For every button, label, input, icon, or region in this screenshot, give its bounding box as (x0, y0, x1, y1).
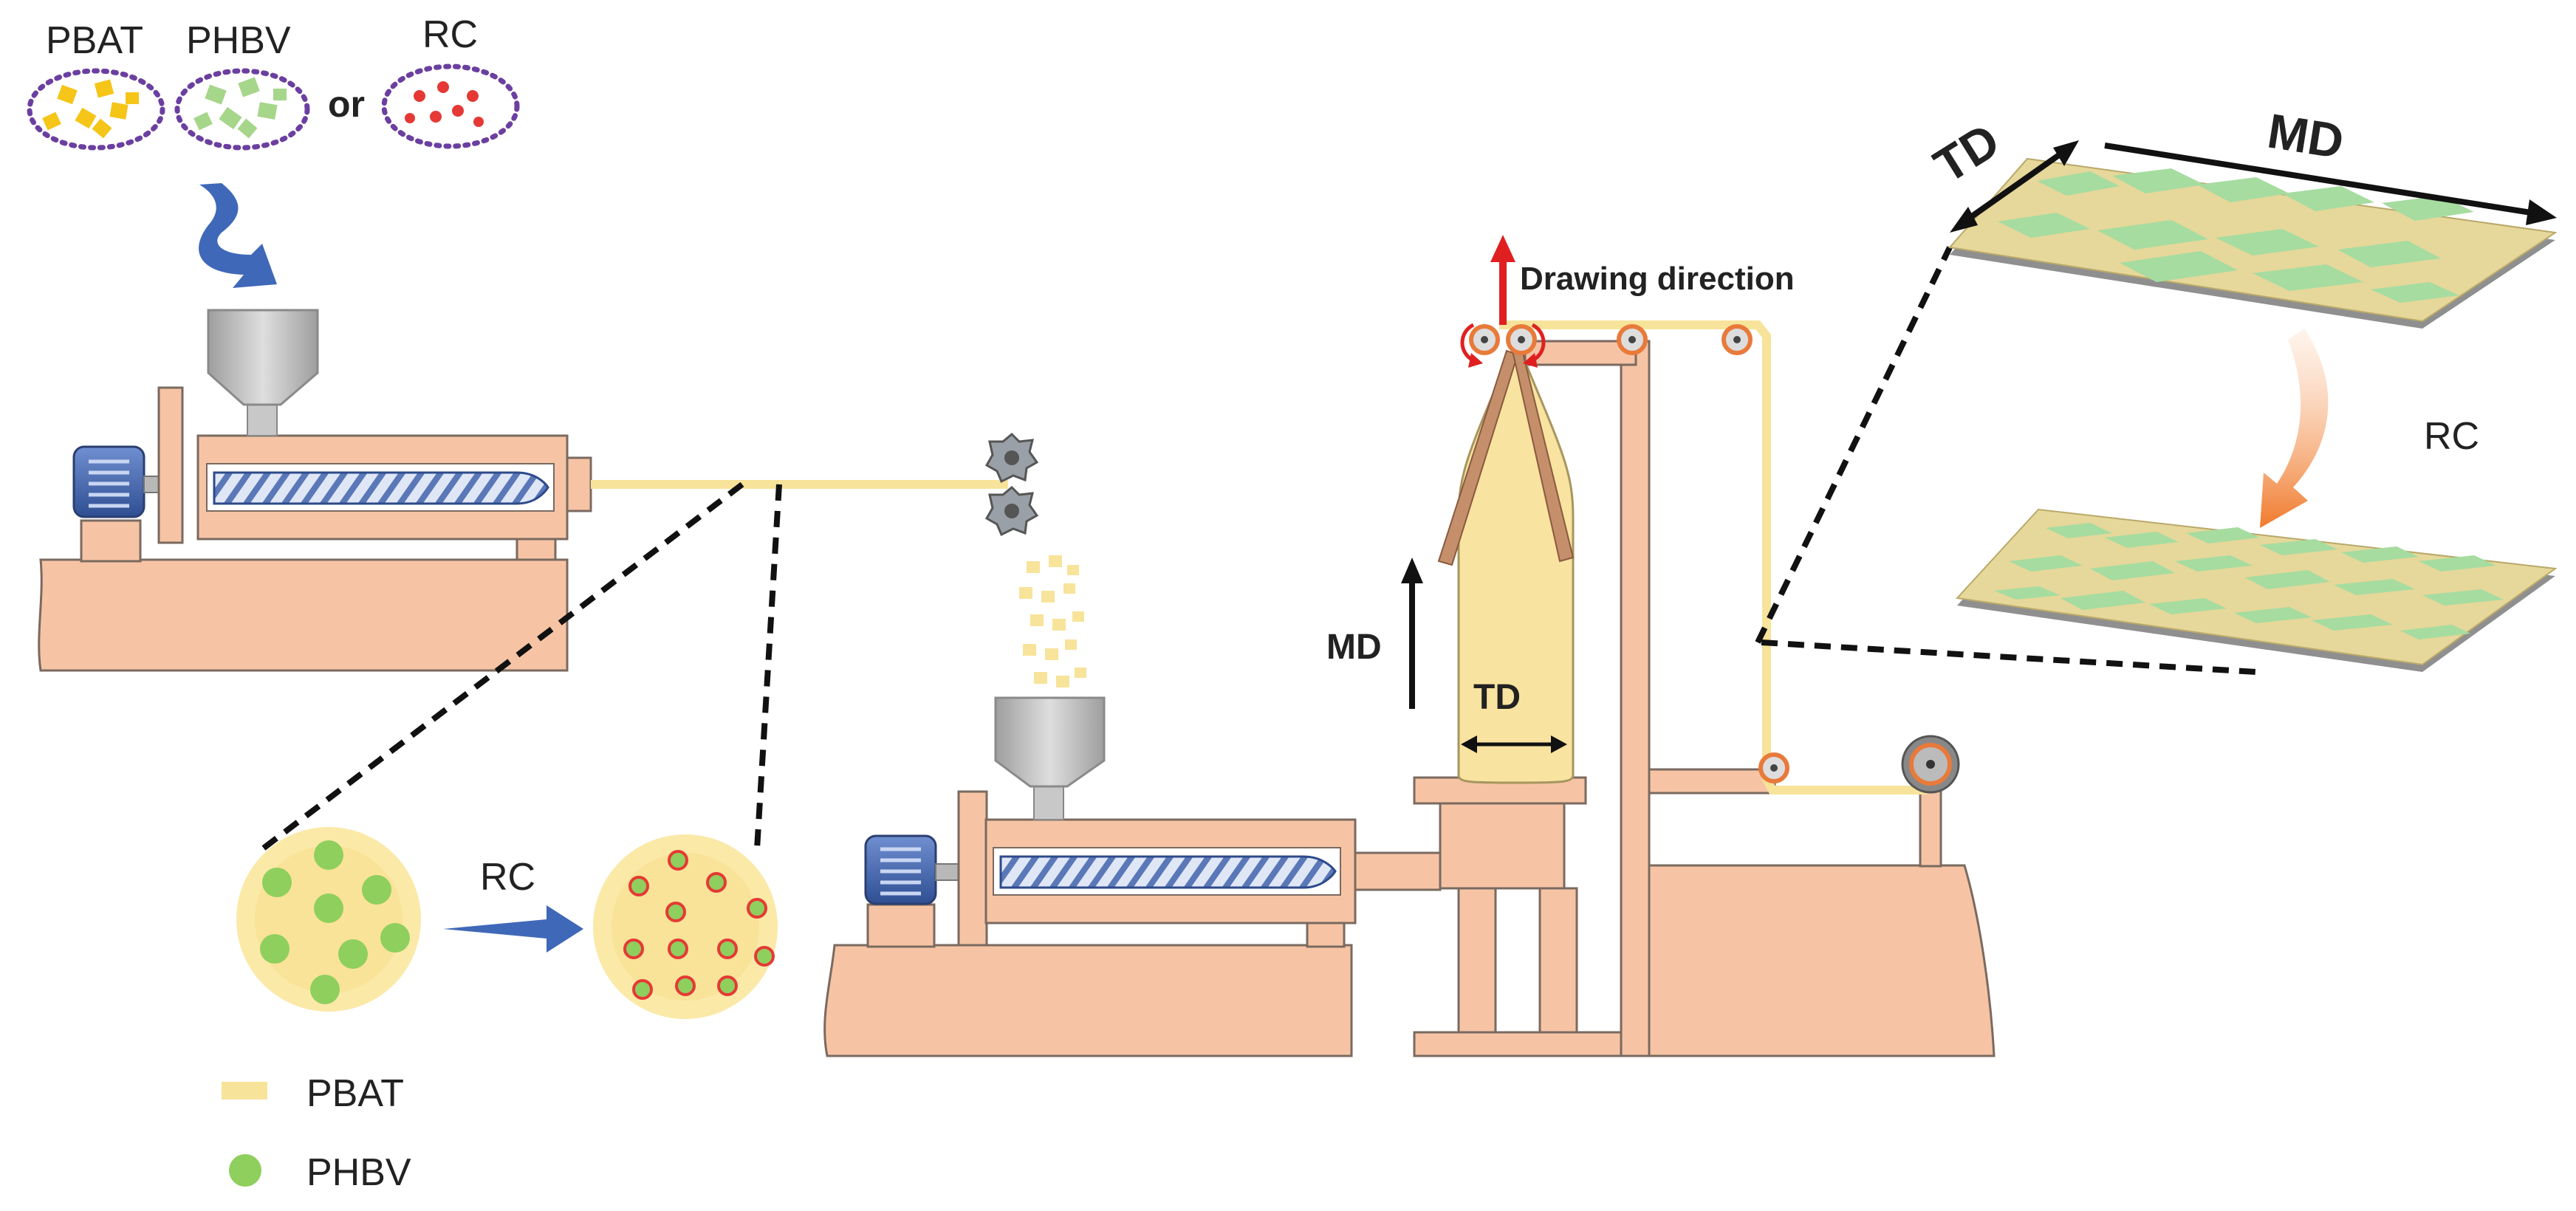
td-bubble-arrowhead-left (1461, 735, 1477, 753)
rc-particle-group (381, 64, 520, 149)
drawing-direction-label: Drawing direction (1520, 261, 1795, 297)
die-stand-left (1457, 887, 1497, 1034)
film-zoom-line-bottom (1761, 639, 2257, 675)
zoom-line-right (754, 484, 782, 850)
extruder-1-hopper-neck (247, 402, 278, 436)
extruder-2-shaft (935, 863, 960, 881)
nip-roller-right (1506, 324, 1537, 355)
rc-arrow-label-bottom: RC (480, 856, 535, 899)
extruder-1-hopper (207, 309, 319, 406)
extruder-2 (823, 696, 1442, 1057)
extruder-2-adapter (1354, 851, 1442, 891)
rotation-arrowhead-right (1523, 353, 1538, 368)
extruder-1-die (566, 456, 592, 512)
film-md-arrow (2104, 143, 2541, 217)
guide-roller-2 (1722, 324, 1753, 355)
die-stand-right (1538, 887, 1578, 1034)
zoom-line-left (260, 481, 744, 852)
extruder-2-screw (999, 855, 1337, 889)
md-bubble-label: MD (1326, 628, 1382, 667)
rc-arrow-film (2260, 329, 2329, 528)
rc-film-label: RC (2424, 415, 2479, 458)
rotation-arrow-right (1531, 323, 1546, 363)
tower-mid-arm (1648, 768, 1776, 795)
tower-column (1620, 340, 1651, 1057)
extruder-1-flange (157, 386, 184, 544)
morphology-after-rc (593, 834, 778, 1019)
legend-phbv-label: PHBV (306, 1151, 411, 1194)
legend-phbv-swatch (229, 1154, 261, 1187)
extruder-1-screw (213, 471, 549, 505)
md-arrowhead (1401, 558, 1423, 583)
guide-roller-3 (1758, 752, 1789, 783)
phbv-pellets (193, 77, 287, 139)
morphology-before-rc (236, 827, 421, 1012)
legend-pbat-label: PBAT (306, 1072, 404, 1115)
extruder-2-hopper (994, 696, 1106, 788)
film-td-arrowhead-top (2053, 140, 2079, 166)
rotation-arrow-left (1460, 323, 1475, 363)
die-head (1439, 802, 1566, 890)
film-td-label: TD (1925, 112, 2009, 193)
legend-pbat-swatch (222, 1082, 267, 1099)
extruder-2-flange (957, 790, 988, 947)
pbat-strand (591, 480, 1008, 489)
extruder-2-hopper-neck (1033, 783, 1064, 820)
winder-base (1648, 864, 1996, 1057)
pelletizer (984, 432, 1086, 687)
pelletizer-gear-top (984, 432, 1039, 484)
rotation-arrowhead-left (1468, 353, 1483, 368)
pbat-pellets (42, 79, 139, 139)
film-md-arrowhead (2526, 199, 2557, 225)
input-materials: PBAT PHBV RC or (27, 13, 520, 151)
guide-roller-1 (1617, 324, 1648, 355)
rc-arrow-bottom (443, 905, 583, 953)
pelletizer-gear-bottom (984, 485, 1039, 537)
extruder-1 (38, 309, 592, 672)
extruder-1-base (38, 558, 569, 672)
rc-input-label: RC (422, 13, 478, 56)
film-td-arrow (1962, 148, 2066, 224)
tower-base (1413, 1031, 1623, 1057)
film-sheet-top (1948, 157, 2558, 329)
legend: PBAT PHBV (222, 1072, 411, 1194)
film-sheet-bottom (1955, 508, 2558, 672)
td-bubble-label: TD (1473, 678, 1521, 717)
film-td-arrowhead-bottom (1950, 207, 1978, 233)
drawing-direction-arrowhead (1490, 235, 1515, 262)
extruder-1-motor-mount (80, 519, 142, 563)
phbv-input-label: PHBV (186, 19, 291, 62)
falling-pellets (1019, 555, 1086, 687)
film-md-label: MD (2264, 103, 2348, 169)
nip-roller-left (1469, 324, 1500, 355)
film-bubble (1457, 360, 1575, 784)
blowing-tower: Drawing direction MD TD (1326, 235, 1996, 1057)
extruder-2-base (823, 944, 1353, 1057)
film-zoom-line-top (1755, 246, 1953, 644)
winding-roll (1901, 735, 1960, 794)
or-label: or (328, 83, 365, 125)
td-bubble-arrowhead-right (1551, 735, 1567, 753)
pbat-pellet-group (27, 68, 165, 151)
extruder-2-motor-mount (866, 903, 936, 948)
phbv-pellet-group (174, 68, 310, 151)
film-path (1499, 320, 1928, 795)
rc-particles (405, 81, 484, 127)
feed-arrow (199, 183, 277, 288)
pbat-input-label: PBAT (46, 19, 143, 62)
